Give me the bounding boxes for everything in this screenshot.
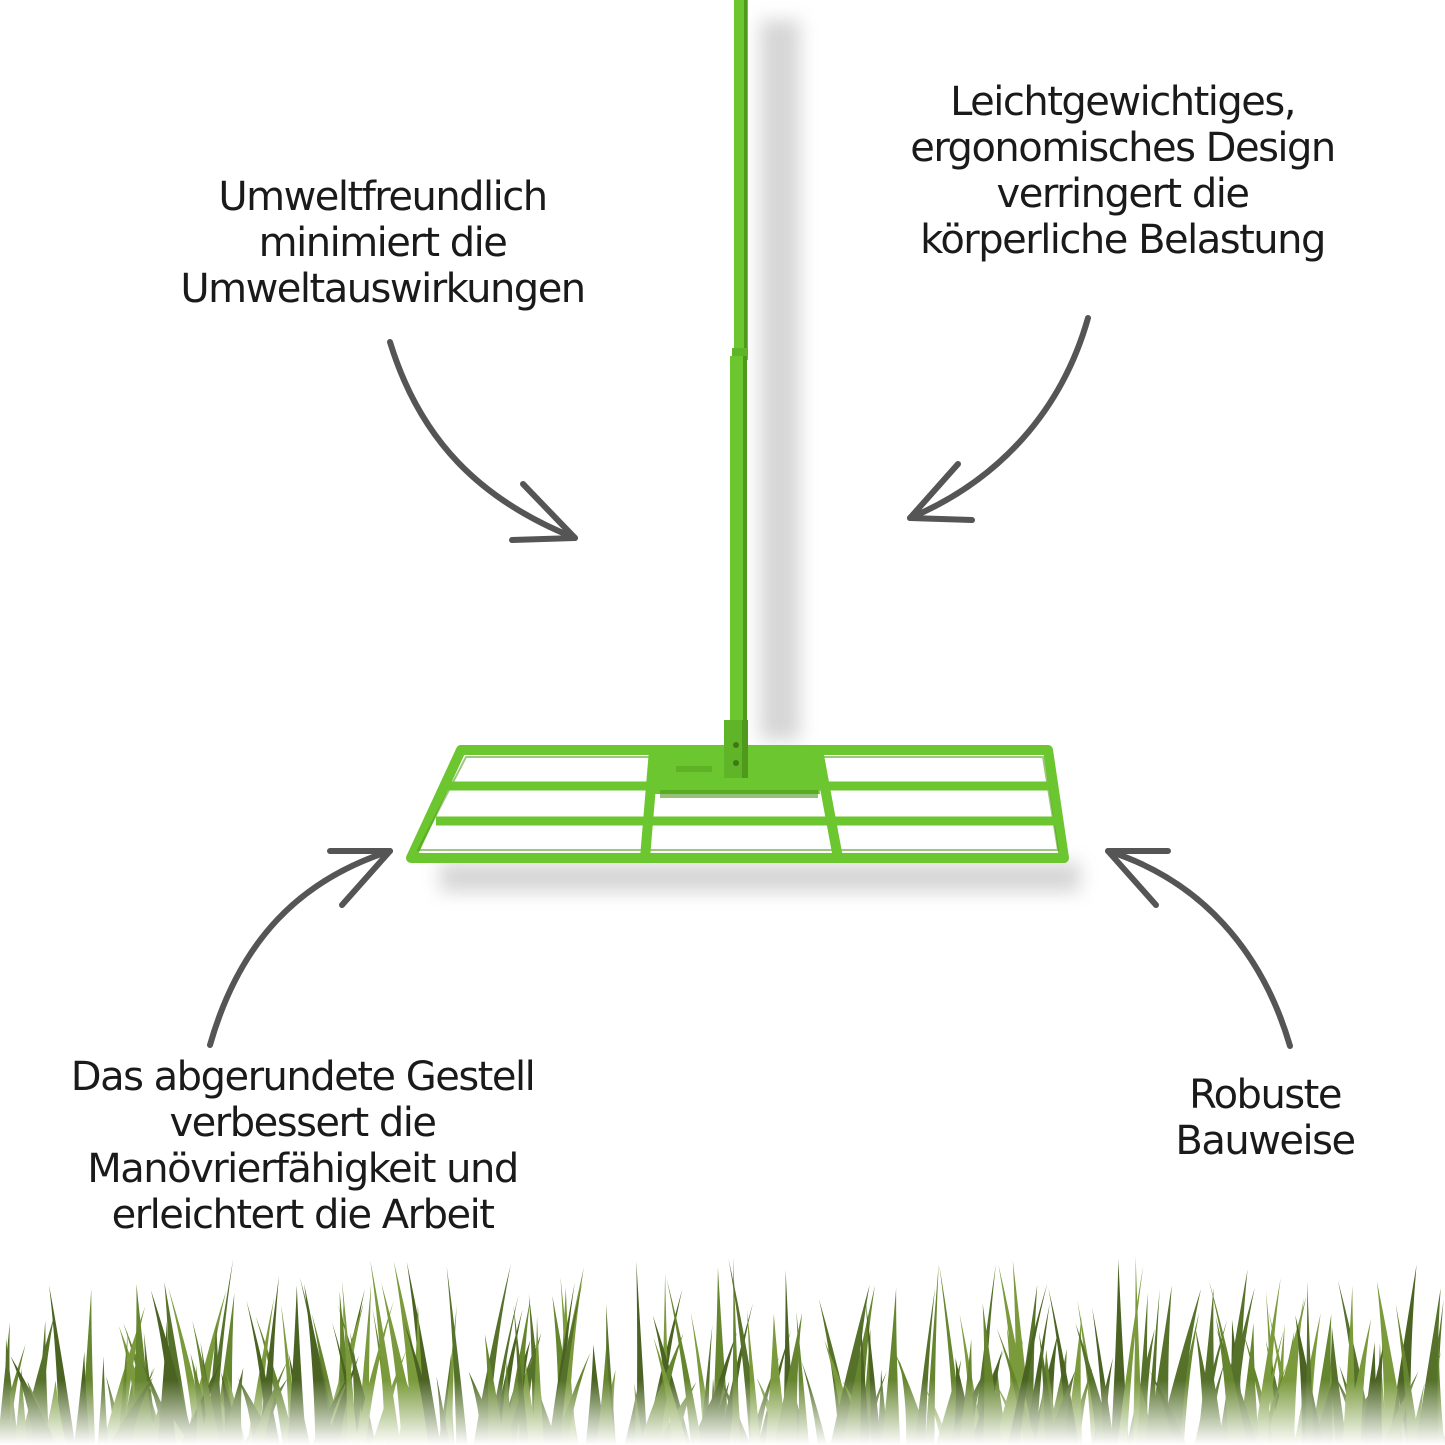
callout-line: verringert die xyxy=(996,171,1250,217)
rake-handle xyxy=(730,0,748,721)
callout-line: minimiert die xyxy=(258,220,508,266)
curved-arrow-icon xyxy=(387,339,578,543)
grass-fade xyxy=(0,1380,1445,1445)
callout-rounded-frame: Das abgerundete Gestell verbessert die M… xyxy=(10,1054,595,1238)
callout-line: erleichtert die Arbeit xyxy=(111,1192,495,1238)
callout-line: Umweltauswirkungen xyxy=(180,266,586,312)
callout-line: ergonomisches Design xyxy=(910,125,1336,171)
callout-line: Manövrierfähigkeit und xyxy=(87,1146,519,1192)
callout-eco-friendly: Umweltfreundlich minimiert die Umweltaus… xyxy=(120,174,645,312)
callout-line: Das abgerundete Gestell xyxy=(70,1054,536,1100)
curved-arrow-icon xyxy=(207,848,393,1048)
callout-line: Robuste xyxy=(1189,1072,1342,1118)
curved-arrow-icon xyxy=(907,315,1091,523)
callout-line: Umweltfreundlich xyxy=(218,174,548,220)
rake-head xyxy=(406,720,1069,863)
callout-line: verbessert die xyxy=(169,1100,437,1146)
callout-line: körperliche Belastung xyxy=(920,217,1326,263)
callout-robust-build: Robuste Bauweise xyxy=(1135,1072,1395,1164)
curved-arrow-icon xyxy=(1105,848,1293,1049)
callout-line: Leichtgewichtiges, xyxy=(950,79,1296,125)
callout-ergonomic-design: Leichtgewichtiges, ergonomisches Design … xyxy=(850,79,1395,263)
callout-line: Bauweise xyxy=(1175,1118,1356,1164)
rake-shadow xyxy=(440,20,1080,892)
